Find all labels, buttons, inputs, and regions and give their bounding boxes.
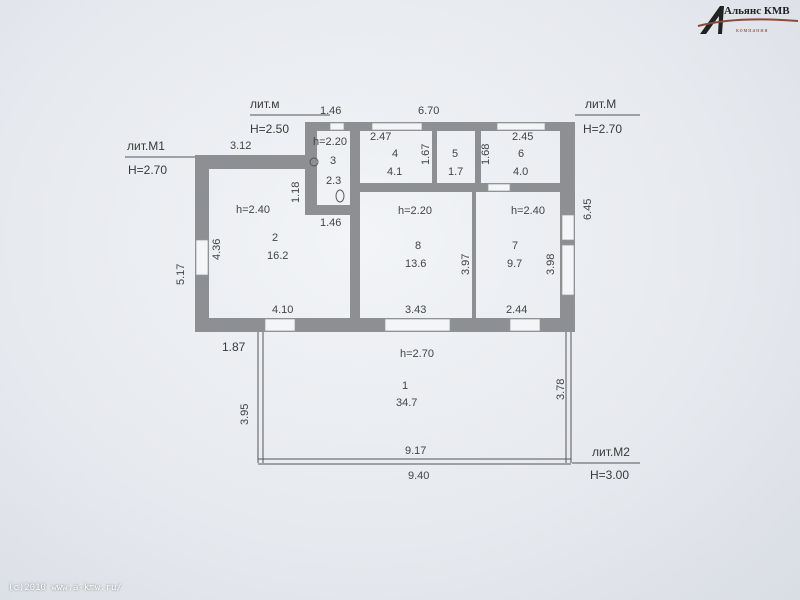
dim: 9.40	[408, 470, 429, 482]
lit-M-label: лит.М	[585, 97, 616, 111]
lit-M2-label: лит.М2	[592, 445, 630, 459]
dim: 3.78	[555, 379, 567, 400]
svg-text:16.2: 16.2	[267, 250, 288, 262]
svg-text:34.7: 34.7	[396, 397, 417, 409]
svg-text:9.7: 9.7	[507, 258, 522, 270]
svg-text:6: 6	[518, 148, 524, 160]
room-3: h=2.20 3 2.3	[313, 136, 347, 187]
lit-M2-height: H=3.00	[590, 468, 629, 482]
dim: 4.10	[272, 304, 293, 316]
room-1: h=2.70 1 34.7	[396, 348, 434, 409]
dim: 1.46	[320, 105, 341, 117]
dim: 6.70	[418, 105, 439, 117]
room-8: h=2.20 8 13.6	[398, 205, 432, 270]
svg-text:5: 5	[452, 148, 458, 160]
svg-text:1: 1	[402, 380, 408, 392]
svg-text:8: 8	[415, 240, 421, 252]
room-6: 6 4.0	[513, 148, 528, 178]
dim: 3.97	[460, 254, 472, 275]
room-4: 4 4.1	[387, 148, 402, 178]
dim: 1.46	[320, 217, 341, 229]
svg-text:3: 3	[330, 155, 336, 167]
lit-m-label: лит.м	[250, 97, 279, 111]
svg-text:1.7: 1.7	[448, 166, 463, 178]
dim: 2.45	[512, 131, 533, 143]
room-5: 5 1.7	[448, 148, 463, 178]
room-7: h=2.40 7 9.7	[507, 205, 545, 270]
svg-text:h=2.20: h=2.20	[313, 136, 347, 148]
windows	[195, 122, 575, 332]
svg-text:2.3: 2.3	[326, 175, 341, 187]
svg-text:7: 7	[512, 240, 518, 252]
dim: 3.12	[230, 140, 251, 152]
svg-text:4.0: 4.0	[513, 166, 528, 178]
lit-M1-label: лит.М1	[127, 139, 165, 153]
lit-M-height: H=2.70	[583, 122, 622, 136]
dimensions: 3.12 1.46 6.70 2.47 2.45 1.67 1.68 1.18 …	[175, 105, 594, 482]
svg-text:h=2.40: h=2.40	[511, 205, 545, 217]
dim: 5.17	[175, 264, 187, 285]
dim: 3.98	[545, 254, 557, 275]
dim: 2.47	[370, 131, 391, 143]
terrace-outline	[257, 332, 572, 465]
logo-subtitle: компания	[736, 28, 769, 34]
dim: 4.36	[211, 239, 223, 260]
lit-M1-height: H=2.70	[128, 163, 167, 177]
dim: 3.95	[239, 404, 251, 425]
svg-text:4.1: 4.1	[387, 166, 402, 178]
dim: 3.43	[405, 304, 426, 316]
dim: 1.68	[480, 144, 492, 165]
svg-text:h=2.40: h=2.40	[236, 204, 270, 216]
company-logo: Альянс КМВ компания	[696, 2, 800, 38]
toilet-icon	[335, 189, 345, 203]
dim: 1.18	[290, 182, 302, 203]
copyright: (c)2010 www.a-kmw.ru/	[8, 583, 122, 593]
sink-icon	[309, 157, 319, 167]
dim: 1.67	[420, 144, 432, 165]
svg-text:2: 2	[272, 232, 278, 244]
svg-text:4: 4	[392, 148, 398, 160]
dim: 6.45	[582, 199, 594, 220]
dim: 1.87	[222, 340, 246, 354]
logo-a-mark	[697, 6, 799, 34]
svg-text:h=2.70: h=2.70	[400, 348, 434, 360]
room-2: h=2.40 2 16.2	[236, 204, 288, 262]
dim: 2.44	[506, 304, 527, 316]
logo-text: Альянс КМВ	[724, 5, 790, 17]
dim: 9.17	[405, 445, 426, 457]
svg-text:h=2.20: h=2.20	[398, 205, 432, 217]
lit-m-height: H=2.50	[250, 122, 289, 136]
svg-text:13.6: 13.6	[405, 258, 426, 270]
